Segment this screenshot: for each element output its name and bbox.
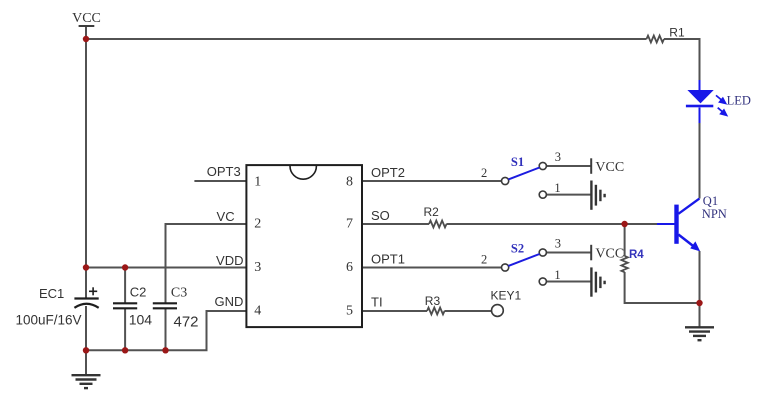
svg-text:VCC: VCC: [595, 247, 624, 262]
svg-text:2: 2: [481, 166, 487, 180]
svg-text:NPN: NPN: [702, 207, 727, 221]
svg-text:S1: S1: [511, 155, 524, 169]
svg-text:Q1: Q1: [703, 194, 718, 208]
svg-text:GND: GND: [215, 294, 244, 309]
svg-text:VCC: VCC: [595, 160, 624, 175]
svg-text:TI: TI: [371, 295, 383, 310]
svg-text:VDD: VDD: [216, 253, 243, 268]
svg-text:104: 104: [129, 311, 153, 327]
svg-text:3: 3: [254, 260, 261, 275]
svg-text:SO: SO: [371, 208, 390, 223]
svg-text:6: 6: [346, 260, 353, 275]
svg-text:1: 1: [554, 181, 560, 195]
svg-text:OPT2: OPT2: [371, 165, 405, 180]
svg-text:C2: C2: [130, 284, 147, 299]
svg-text:R3: R3: [425, 294, 441, 308]
svg-text:VCC: VCC: [72, 11, 101, 26]
svg-text:8: 8: [346, 175, 353, 190]
svg-text:2: 2: [481, 253, 487, 267]
svg-text:100uF/16V: 100uF/16V: [16, 313, 82, 328]
svg-text:472: 472: [174, 314, 199, 331]
svg-text:R2: R2: [424, 205, 440, 219]
svg-text:7: 7: [346, 217, 353, 232]
svg-text:OPT3: OPT3: [207, 164, 241, 179]
svg-text:4: 4: [254, 303, 261, 318]
svg-text:3: 3: [555, 150, 561, 164]
svg-text:EC1: EC1: [39, 286, 64, 301]
svg-text:5: 5: [346, 303, 353, 318]
svg-text:R4: R4: [629, 249, 644, 261]
svg-text:VC: VC: [217, 209, 235, 224]
svg-text:1: 1: [554, 268, 560, 282]
svg-text:3: 3: [555, 237, 561, 251]
svg-text:C3: C3: [171, 286, 187, 301]
svg-text:S2: S2: [511, 241, 524, 255]
svg-text:R1: R1: [669, 25, 685, 39]
svg-text:KEY1: KEY1: [491, 289, 522, 303]
svg-text:1: 1: [254, 175, 261, 190]
svg-text:2: 2: [254, 217, 261, 232]
svg-text:LED: LED: [727, 94, 751, 108]
svg-text:OPT1: OPT1: [371, 252, 405, 267]
